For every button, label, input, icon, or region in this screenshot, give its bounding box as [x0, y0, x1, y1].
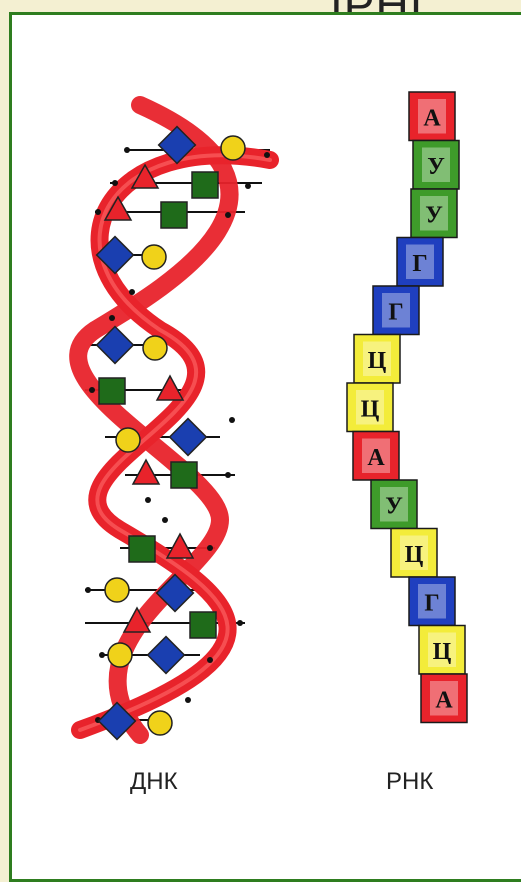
- rna-base-block: Г: [409, 577, 455, 626]
- circle-base: [142, 245, 166, 269]
- rna-base-letter: Г: [388, 299, 403, 325]
- square-base: [129, 536, 155, 562]
- rna-base-letter: Ц: [433, 639, 452, 665]
- rna-base-letter: У: [425, 202, 443, 228]
- triangle-base: [157, 376, 183, 400]
- circle-base: [148, 711, 172, 735]
- square-base: [171, 462, 197, 488]
- rna-base-letter: У: [427, 154, 445, 180]
- diamond-base: [148, 637, 185, 674]
- rna-base-block: У: [371, 480, 417, 529]
- rna-base-block: Г: [373, 286, 419, 335]
- rna-base-letter: А: [435, 687, 453, 713]
- rna-label: РНК: [386, 768, 433, 796]
- square-base: [161, 202, 187, 228]
- rna-base-letter: Ц: [368, 348, 387, 374]
- rna-base-block: У: [411, 189, 457, 238]
- square-base: [190, 612, 216, 638]
- rna-base-block: Ц: [354, 335, 400, 384]
- rna-base-block: А: [421, 674, 467, 723]
- rna-base-letter: Ц: [361, 396, 380, 422]
- square-base: [99, 378, 125, 404]
- circle-base: [221, 136, 245, 160]
- square-base: [192, 172, 218, 198]
- rna-base-block: Ц: [347, 383, 393, 432]
- rna-base-letter: У: [385, 493, 403, 519]
- rna-base-letter: А: [423, 105, 441, 131]
- circle-base: [108, 643, 132, 667]
- rna-base-block: А: [353, 432, 399, 481]
- rna-base-letter: Г: [424, 590, 439, 616]
- rna-base-letter: Ц: [405, 542, 424, 568]
- rna-base-block: Ц: [419, 626, 465, 675]
- rna-base-letter: Г: [412, 251, 427, 277]
- rna-base-letter: А: [367, 445, 385, 471]
- dna-label: ДНК: [130, 768, 178, 796]
- circle-base: [116, 428, 140, 452]
- circle-base: [105, 578, 129, 602]
- rna-base-block: У: [413, 141, 459, 190]
- rna-base-block: А: [409, 92, 455, 141]
- rna-base-block: Ц: [391, 529, 437, 578]
- triangle-base: [133, 460, 159, 484]
- circle-base: [143, 336, 167, 360]
- rna-base-block: Г: [397, 238, 443, 287]
- dna-helix: [78, 105, 270, 739]
- triangle-base: [167, 534, 193, 558]
